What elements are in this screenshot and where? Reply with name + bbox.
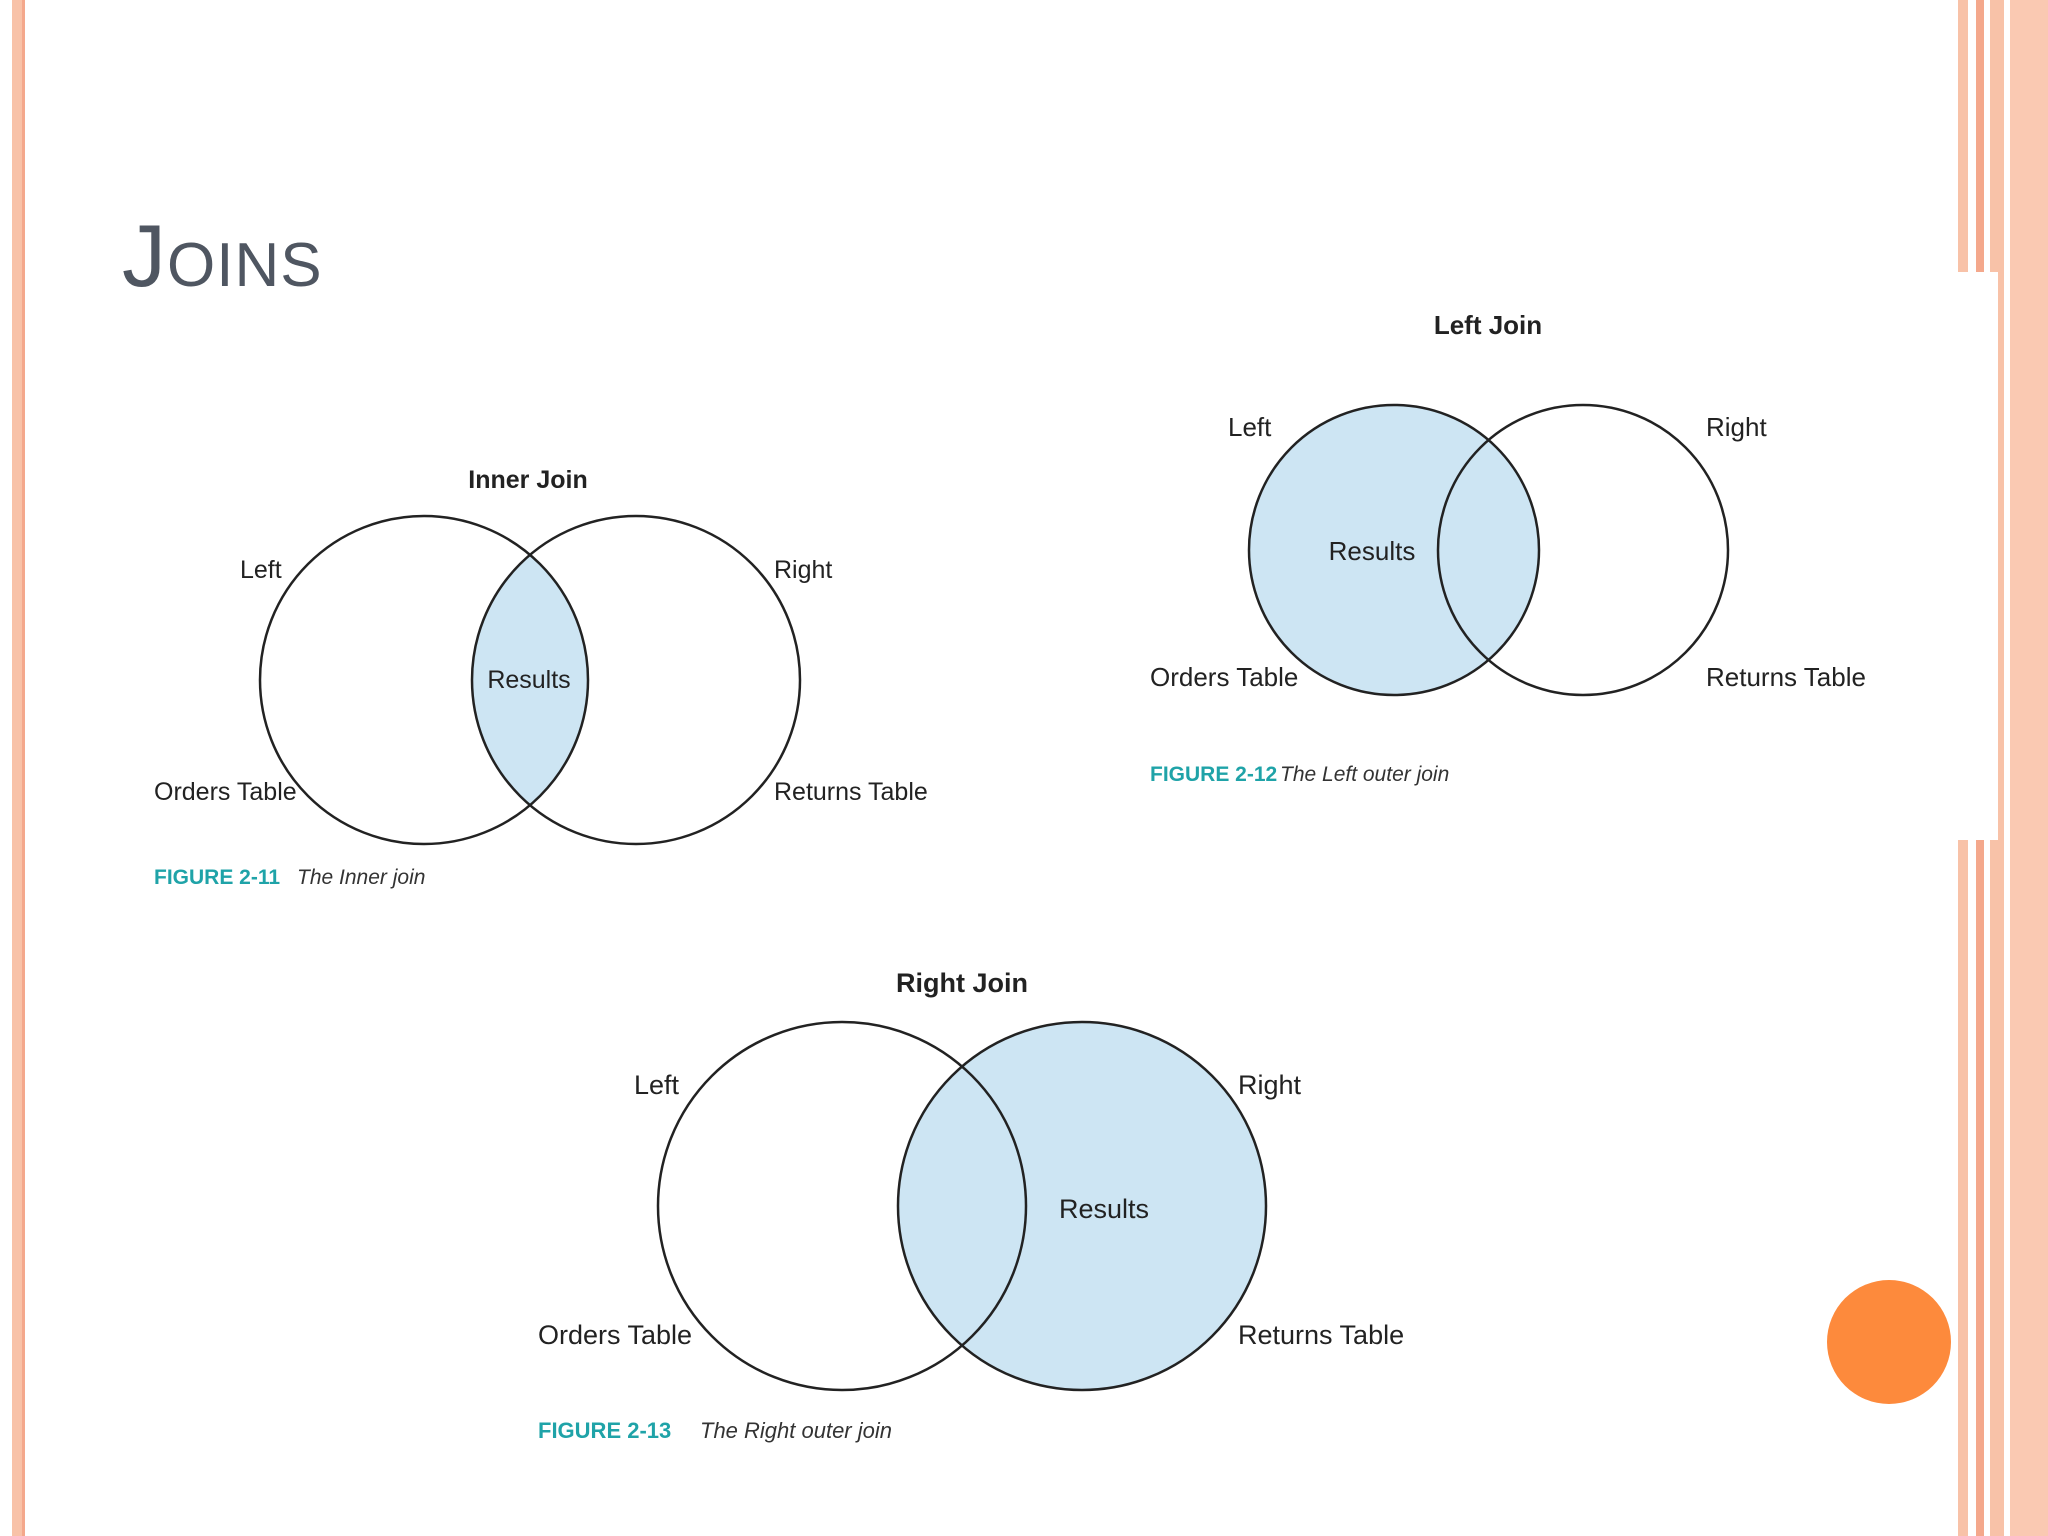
inner-join-left-circle (258, 514, 590, 846)
inner-join-figure-number: FIGURE 2-11 (154, 866, 280, 889)
inner-join-heading: Inner Join (468, 466, 587, 494)
right-join-left-circle (656, 1020, 1028, 1392)
inner-join-left-label: Left (240, 556, 282, 584)
left-join-right-table-label: Returns Table (1706, 662, 1866, 692)
inner-join-caption: The Inner join (297, 866, 425, 889)
right-join-figure-number: FIGURE 2-13 (538, 1418, 671, 1443)
inner-join-right-label: Right (774, 556, 832, 584)
slide-title: Joins (122, 206, 323, 305)
inner-join-shaded-intersection (472, 516, 588, 844)
right-join-heading: Right Join (896, 968, 1028, 998)
right-join-left-table-label: Orders Table (538, 1320, 692, 1350)
inner-join-results-label: Results (487, 666, 570, 694)
left-join-right-circle (1436, 403, 1730, 697)
left-join-left-label: Left (1228, 412, 1272, 442)
left-join-shaded-left-circle (1249, 405, 1539, 695)
right-join-shaded-right-circle (898, 1022, 1266, 1390)
orange-accent-circle (1827, 1280, 1951, 1404)
left-border-line (22, 0, 25, 1536)
right-join-results-label: Results (1059, 1194, 1149, 1224)
right-join-left-label: Left (634, 1070, 680, 1100)
right-join-right-table-label: Returns Table (1238, 1320, 1404, 1350)
left-join-right-label: Right (1706, 412, 1767, 442)
right-border-stripe-edge (2010, 0, 2048, 1536)
left-border-stripe (12, 0, 22, 1536)
left-join-figure-number: FIGURE 2-12 (1150, 763, 1277, 786)
right-join-right-label: Right (1238, 1070, 1302, 1100)
left-join-left-table-label: Orders Table (1150, 662, 1298, 692)
left-join-left-circle (1247, 403, 1541, 697)
inner-join-right-table-label: Returns Table (774, 778, 928, 806)
inner-join-right-circle (470, 514, 802, 846)
left-join-caption: The Left outer join (1280, 763, 1449, 786)
left-join-heading: Left Join (1434, 310, 1542, 340)
right-join-right-circle (896, 1020, 1268, 1392)
left-join-results-label: Results (1329, 536, 1416, 566)
inner-join-left-table-label: Orders Table (154, 778, 297, 806)
right-join-caption: The Right outer join (700, 1418, 892, 1443)
